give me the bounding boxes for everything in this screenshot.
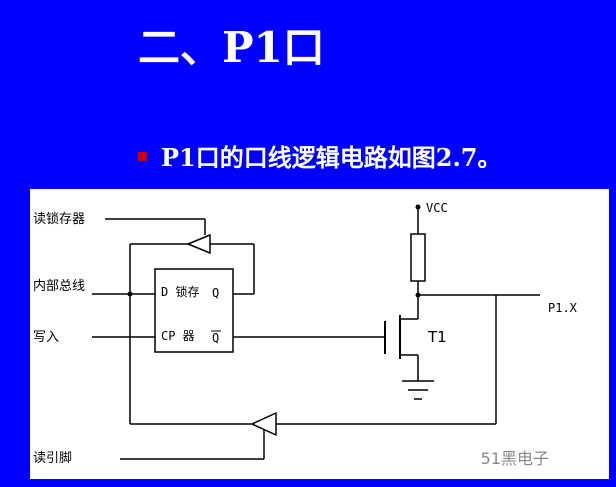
watermark-text: 51黑电子 <box>480 449 549 468</box>
internal-bus-label: 内部总线 <box>33 279 86 294</box>
latch-qbar-label: Q <box>212 331 220 345</box>
output-node-dot <box>415 292 421 298</box>
latch-box <box>154 268 234 353</box>
circuit-svg <box>92 204 540 460</box>
pullup-resistor <box>410 233 426 282</box>
bullet-item: P1口的口线逻辑电路如图2.7。 <box>138 138 502 173</box>
latch-cp-label: CP 器 <box>161 329 195 343</box>
read-latch-label: 读锁存器 <box>33 212 86 227</box>
vcc-dot <box>415 204 421 210</box>
bullet-square-icon <box>138 152 147 161</box>
write-label: 写入 <box>33 330 60 345</box>
slide-title: 二、P1口 <box>138 23 325 72</box>
read-latch-buffer <box>186 233 211 255</box>
bullet-text: P1口的口线逻辑电路如图2.7。 <box>161 143 502 172</box>
p1x-label: P1.X <box>548 301 577 315</box>
read-pin-label: 读引脚 <box>33 451 73 466</box>
latch-d-label: D 锁存 <box>161 285 200 299</box>
bus-junction-dot <box>127 291 133 297</box>
vcc-label: VCC <box>426 201 448 215</box>
p1-port-circuit-diagram: 读锁存器 内部总线 写入 读引脚 D 锁存 Q CP 器 Q VCC T1 P1… <box>30 189 609 479</box>
t1-label: T1 <box>428 328 447 346</box>
latch-q-label: Q <box>212 286 220 300</box>
